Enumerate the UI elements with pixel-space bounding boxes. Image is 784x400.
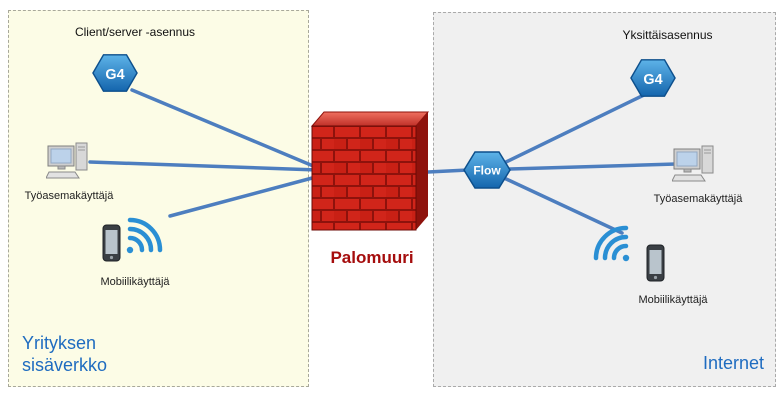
wifi-signal-icon: [588, 220, 632, 269]
workstation-left-label: Työasemakäyttäjä: [24, 190, 114, 202]
zone-internet: [433, 12, 776, 387]
firewall-label: Palomuuri: [330, 248, 414, 267]
left-zone-title: Client/server -asennus: [74, 25, 196, 39]
mobile-phone-icon: [646, 244, 665, 287]
workstation-computer-icon: [671, 143, 716, 188]
connector-flow-to-workstation-right: [508, 162, 678, 171]
mobile-phone-icon: [102, 224, 121, 267]
zone-company-internal-network: [8, 10, 309, 387]
right-zone-name: Internet: [702, 353, 764, 373]
g4-hexagon-icon: G4: [92, 52, 138, 99]
left-zone-name-line2: sisäverkko: [22, 355, 108, 375]
g4-label: G4: [105, 67, 124, 83]
wifi-signal-icon: [124, 212, 168, 261]
connector-mobile-left-to-firewall: [168, 175, 318, 218]
left-zone-name-line1: Yrityksen: [22, 333, 97, 353]
connector-workstation-left-to-firewall: [88, 160, 320, 172]
workstation-computer-icon: [45, 140, 90, 185]
flow-hexagon-icon: Flow: [463, 150, 511, 195]
connector-flow-to-g4-right: [504, 92, 648, 164]
mobile-right-label: Mobiilikäyttäjä: [638, 294, 708, 306]
workstation-right-label: Työasemakäyttäjä: [653, 193, 743, 205]
connector-firewall-to-flow: [426, 168, 470, 174]
mobile-left-label: Mobiilikäyttäjä: [100, 276, 170, 288]
firewall-brick-wall-icon: [308, 102, 434, 241]
left-zone-name: Yrityksen sisäverkko: [22, 332, 107, 376]
flow-label: Flow: [473, 164, 501, 178]
connector-flow-to-mobile-right: [502, 176, 624, 235]
right-zone-title: Yksittäisasennus: [622, 28, 713, 42]
g4-label: G4: [643, 72, 662, 88]
g4-hexagon-icon: G4: [630, 57, 676, 104]
connector-g4-left-to-firewall: [130, 88, 320, 170]
